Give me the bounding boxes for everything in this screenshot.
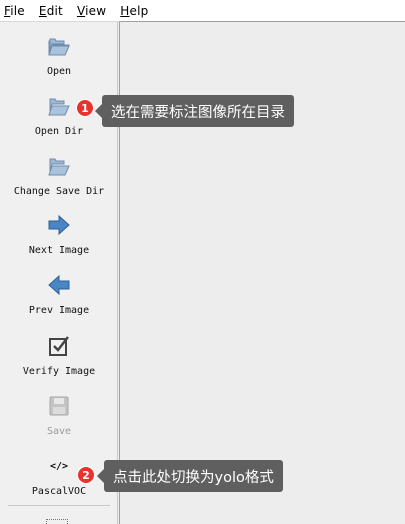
prev-image-button[interactable]: Prev Image [0,273,118,316]
annotation-callout-1: 选在需要标注图像所在目录 [95,95,294,127]
verify-image-label: Verify Image [22,366,96,377]
menu-file[interactable]: File [4,3,25,18]
arrow-left-icon [48,274,70,296]
checkbox-icon [49,336,69,356]
floppy-disk-icon [49,396,69,416]
menu-edit[interactable]: Edit [38,3,63,18]
next-image-button[interactable]: Next Image [0,213,118,256]
folder-open-icon [48,98,70,116]
folder-open-icon [48,38,70,56]
next-image-label: Next Image [28,245,90,256]
prev-image-label: Prev Image [28,305,90,316]
annotation-callout-2: 点击此处切换为yolo格式 [97,460,283,492]
verify-image-button[interactable]: Verify Image [0,334,118,377]
change-save-dir-button[interactable]: Change Save Dir [0,154,118,197]
toolbar-separator [8,505,110,506]
code-brackets-icon: </> [49,461,69,472]
open-dir-button[interactable]: Open Dir [0,94,118,137]
partial-toolbar-icon [46,519,68,524]
folder-open-icon [48,158,70,176]
annotation-badge-2: 2 [77,466,95,484]
format-toggle-button[interactable]: </> PascalVOC [0,456,118,497]
menu-bar: File Edit View Help [0,0,405,21]
open-button[interactable]: Open [0,34,118,77]
save-button[interactable]: Save [0,394,118,437]
format-label: PascalVOC [31,486,87,497]
change-save-dir-label: Change Save Dir [13,186,105,197]
annotation-badge-1: 1 [76,99,94,117]
toolbar-top-divider [0,21,118,22]
menu-view[interactable]: View [76,3,107,18]
open-dir-label: Open Dir [34,126,84,137]
open-label: Open [46,66,72,77]
arrow-right-icon [48,214,70,236]
menu-help[interactable]: Help [120,3,149,18]
save-label: Save [46,426,72,437]
